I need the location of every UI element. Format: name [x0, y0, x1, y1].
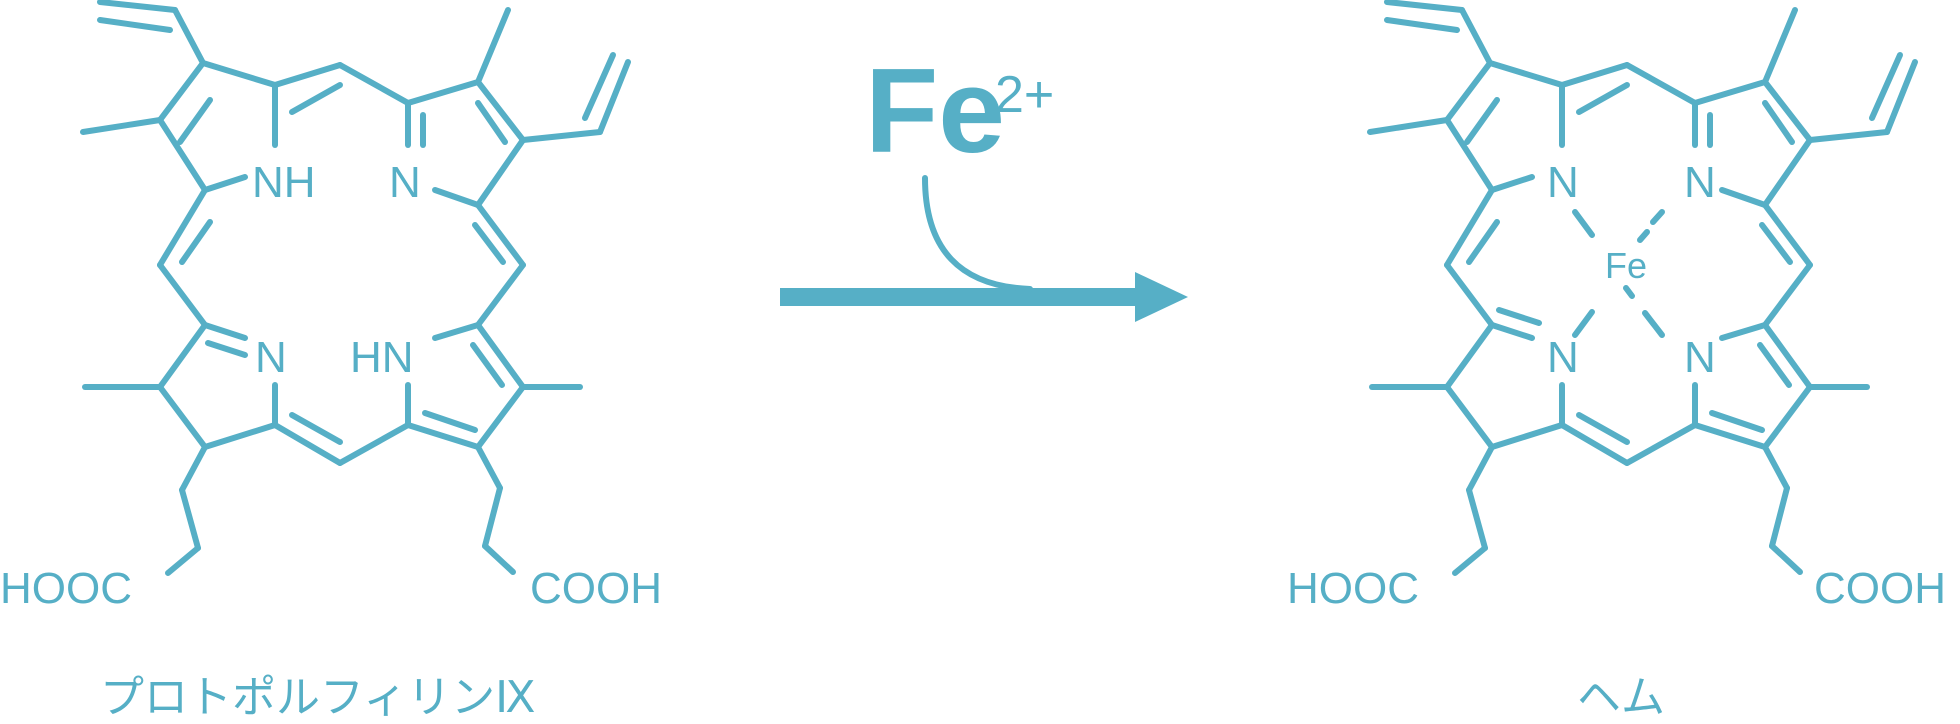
- heme-n-bottom-left-label: N: [1547, 333, 1579, 382]
- n-top-label: N: [389, 158, 421, 207]
- ring-a-bonds: [80, 0, 278, 193]
- protoporphyrin-structure: NH N N HN HOOC COOH プロトポルフィリンⅨ: [0, 0, 662, 723]
- ring-b-bonds: [405, 7, 631, 208]
- hooc-label-right: HOOC: [1287, 564, 1419, 613]
- top-bridge-bonds: [272, 62, 411, 115]
- heme-ring-a-bonds: [1367, 0, 1565, 193]
- atom-labels: NH N N HN HOOC COOH: [0, 158, 662, 613]
- heme-n-top-right-label: N: [1684, 158, 1716, 207]
- nh-top-label: NH: [252, 158, 316, 207]
- n-bottom-label: N: [255, 333, 287, 382]
- heme-atom-labels: N N N N Fe HOOC COOH: [1287, 158, 1946, 613]
- ring-d-bonds: [405, 322, 583, 575]
- heme-n-top-left-label: N: [1547, 158, 1579, 207]
- reaction-arrow: [780, 175, 1188, 322]
- hooc-label-left: HOOC: [0, 564, 132, 613]
- heme-n-bottom-right-label: N: [1684, 333, 1716, 382]
- heme-ring-c-bonds: [1369, 307, 1565, 576]
- ring-c-bonds: [82, 322, 278, 576]
- heme-coordination-bonds: [1572, 209, 1665, 338]
- hn-bottom-label: HN: [350, 333, 414, 382]
- heme-caption: ヘム: [1577, 672, 1665, 723]
- heme-side-bridge-bonds: [1444, 187, 1813, 328]
- heme-bottom-bridge-bonds: [1559, 412, 1698, 466]
- heme-top-bridge-bonds: [1559, 62, 1698, 115]
- reagent-charge: 2+: [995, 66, 1054, 124]
- heme-iron-label: Fe: [1605, 245, 1647, 286]
- cooh-label-right: COOH: [1814, 564, 1946, 613]
- heme-ring-d-bonds: [1692, 322, 1870, 575]
- arrowhead-icon: [1135, 272, 1188, 322]
- protoporphyrin-caption: プロトポルフィリンⅨ: [100, 672, 536, 723]
- side-bridge-bonds: [157, 187, 526, 328]
- cooh-label-left: COOH: [530, 564, 662, 613]
- iron-reagent: Fe 2+: [865, 44, 1054, 178]
- heme-ring-b-bonds: [1692, 7, 1918, 208]
- reagent-symbol: Fe: [865, 44, 1005, 178]
- bottom-bridge-bonds: [272, 412, 411, 466]
- heme-structure: N N N N Fe HOOC COOH ヘム: [1287, 0, 1946, 723]
